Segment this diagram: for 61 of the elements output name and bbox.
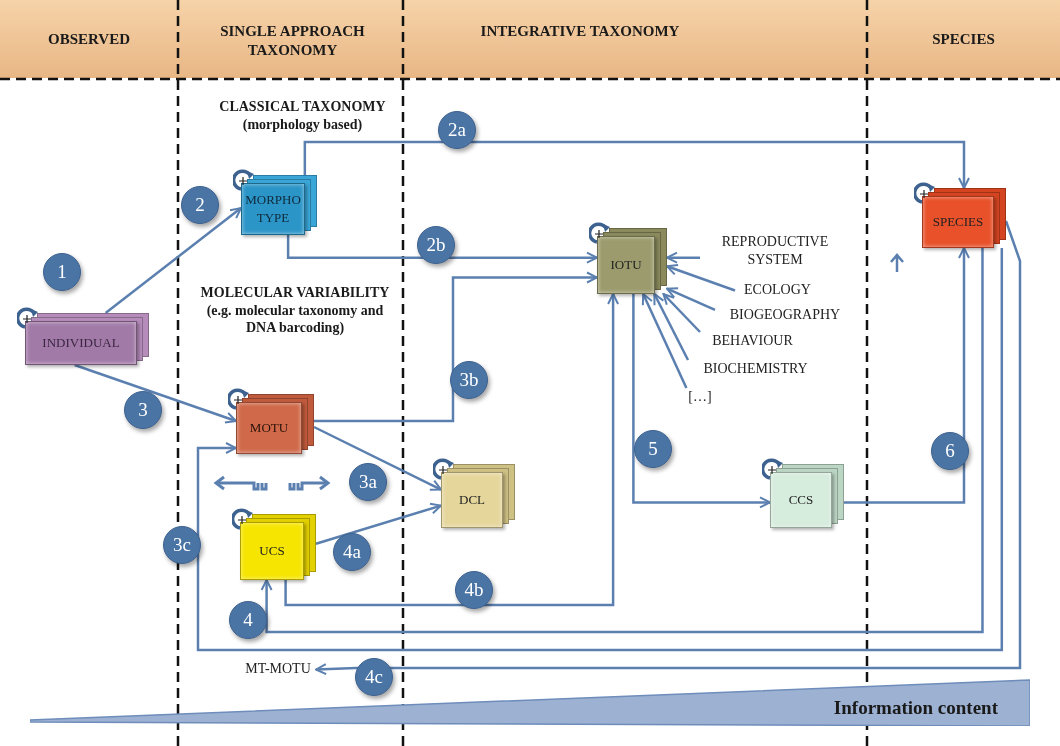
stacked-box: [597, 228, 667, 294]
box-label: UCS: [258, 542, 286, 560]
arrow: [303, 140, 970, 189]
arrow: [632, 294, 771, 509]
step-number: 5: [634, 430, 672, 468]
arrow: [286, 235, 598, 264]
stacked-box: [236, 394, 314, 454]
step-number: 3c: [163, 526, 201, 564]
box-label: MORPHO TYPE: [244, 191, 302, 227]
stacked-box: [441, 464, 515, 528]
arrow: [666, 287, 716, 311]
stacked-box: [922, 188, 1006, 248]
step-number: 2a: [438, 111, 476, 149]
step-number: 4c: [355, 658, 393, 696]
box-label: SPECIES: [931, 213, 985, 231]
box-label: IOTU: [609, 256, 643, 274]
arrow: [104, 207, 242, 314]
text-label: ECOLOGY: [735, 281, 820, 299]
arrow: [74, 363, 237, 424]
step-number: 1: [43, 253, 81, 291]
step-number: 3a: [349, 463, 387, 501]
text-label: REPRODUCTIVE SYSTEM: [700, 233, 850, 268]
wedge-label: Information content: [833, 695, 998, 720]
heading-text: CLASSICAL TAXONOMY (morphology based): [218, 98, 387, 133]
arrow: [662, 293, 701, 333]
heading-text: INTEGRATIVE TAXONOMY: [479, 22, 681, 41]
heading-text: MOLECULAR VARIABILITY (e.g. molecular taxonomy and DNA barcoding): [200, 284, 390, 337]
step-number: 4b: [455, 571, 493, 609]
step-number: 6: [931, 432, 969, 470]
arrow: [315, 502, 442, 545]
box-label: CCS: [787, 491, 815, 509]
arrow: [666, 263, 736, 292]
step-number: 4a: [333, 533, 371, 571]
step-number: 3: [124, 391, 162, 429]
step-number: 3b: [450, 361, 488, 399]
arrow: [315, 220, 1022, 676]
heading-text: SINGLE APPROACH TAXONOMY: [219, 22, 366, 60]
text-label: BIOCHEMISTRY: [688, 360, 823, 378]
text-label: BEHAVIOUR: [700, 332, 805, 350]
stacked-box: [240, 514, 316, 580]
stacked-box: [241, 175, 317, 235]
step-number: 2: [181, 186, 219, 224]
arrow: [641, 293, 688, 389]
box-label: DCL: [458, 491, 486, 509]
step-number: 2b: [417, 226, 455, 264]
arrow: [653, 293, 690, 361]
arrow: [666, 251, 700, 264]
step-number: 4: [229, 601, 267, 639]
text-label: BIOGEOGRAPHY: [715, 306, 855, 324]
box-label: INDIVIDUAL: [41, 334, 121, 352]
stacked-box: [25, 313, 149, 365]
heading-text: OBSERVED: [47, 30, 131, 49]
heading-text: SPECIES: [931, 30, 996, 49]
stacked-box: [770, 464, 844, 528]
arrow: [314, 271, 598, 423]
arrow: [313, 425, 442, 491]
arrow: [284, 293, 620, 607]
text-label: MT-MOTU: [240, 660, 316, 678]
arrow: [844, 247, 970, 504]
box-label: MOTU: [248, 419, 290, 437]
text-label: […]: [683, 388, 717, 406]
